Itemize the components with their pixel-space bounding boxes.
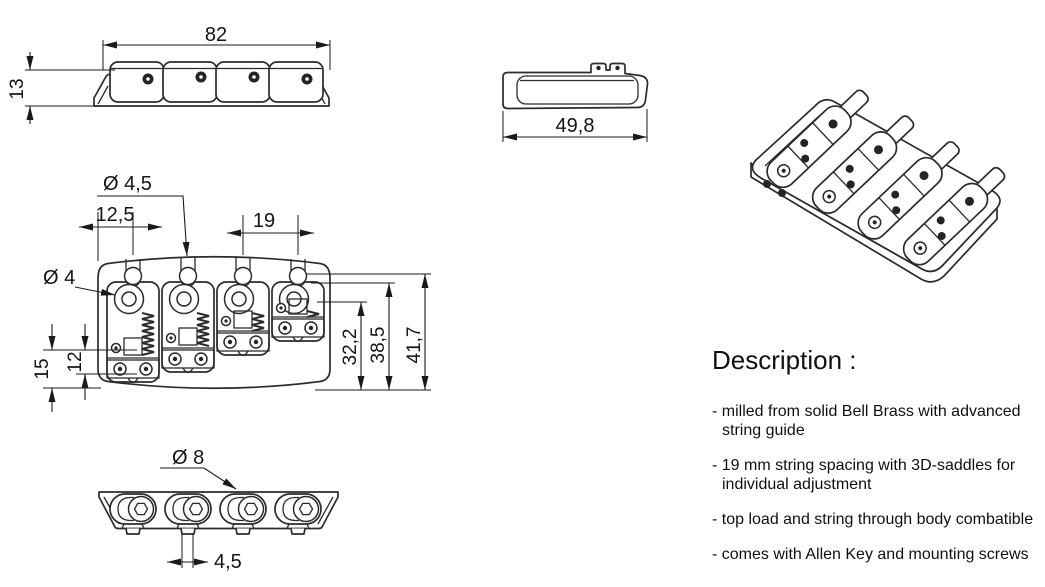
side-saddle-4 bbox=[268, 61, 324, 103]
dimension-49-8: 49,8 bbox=[502, 109, 648, 142]
saddle-unit-3 bbox=[216, 257, 270, 357]
end-view: 49,8 bbox=[502, 62, 649, 142]
dimension-13: 13 bbox=[7, 52, 115, 124]
description-item: - milled from solid Bell Brass with adva… bbox=[712, 403, 1021, 439]
description-heading: Description : bbox=[712, 345, 857, 375]
side-saddle-3 bbox=[215, 61, 271, 103]
bottom-hole-1 bbox=[109, 493, 157, 535]
dim-41-7-label: 41,7 bbox=[404, 327, 425, 364]
dimension-41-7: 41,7 bbox=[307, 273, 431, 391]
side-view: 82 13 bbox=[7, 24, 331, 124]
description-panel: Description : - milled from solid Bell B… bbox=[712, 345, 1045, 580]
dim-12-label: 12 bbox=[65, 351, 86, 372]
bottom-view-part bbox=[98, 491, 339, 535]
bottom-hole-2 bbox=[164, 493, 212, 535]
saddle-unit-1 bbox=[106, 259, 160, 384]
iso-saddle-3 bbox=[857, 141, 960, 240]
dimension-32-2: 32,2 bbox=[317, 301, 367, 390]
dimension-4-5: 4,5 bbox=[167, 534, 242, 573]
dim-82-label: 82 bbox=[205, 24, 227, 46]
isometric-view bbox=[750, 89, 1006, 283]
side-saddle-1 bbox=[109, 61, 165, 103]
iso-saddle-2 bbox=[811, 115, 915, 214]
saddle-unit-2 bbox=[161, 257, 215, 374]
dimension-19: 19 bbox=[227, 210, 314, 255]
iso-saddle-4 bbox=[902, 166, 1006, 266]
dimension-dia-8: Ø 8 bbox=[160, 447, 237, 490]
dimension-15: 15 bbox=[32, 324, 137, 412]
iso-mount-screw-icon bbox=[778, 189, 786, 197]
description-list: - milled from solid Bell Brass with adva… bbox=[712, 402, 1045, 564]
description-item: - comes with Allen Key and mounting scre… bbox=[712, 546, 1029, 563]
bottom-hole-3 bbox=[219, 493, 267, 535]
dim-dia-4-label: Ø 4 bbox=[43, 267, 75, 289]
iso-saddle-1 bbox=[766, 89, 869, 189]
description-item: - top load and string through body comba… bbox=[712, 511, 1034, 528]
iso-mount-screw-icon bbox=[763, 180, 771, 188]
dim-dia-4-5-label: Ø 4,5 bbox=[103, 173, 152, 195]
bottom-view: Ø 8 4,5 bbox=[98, 447, 339, 573]
dim-dia-8-label: Ø 8 bbox=[172, 447, 204, 469]
side-saddle-2 bbox=[162, 61, 218, 103]
plan-view: Ø 4,5 12,5 19 Ø 4 15 bbox=[32, 173, 431, 412]
dim-49-8-label: 49,8 bbox=[556, 115, 595, 137]
dimension-12: 12 bbox=[65, 324, 137, 400]
dim-13-label: 13 bbox=[7, 78, 28, 99]
dim-15-label: 15 bbox=[32, 358, 53, 379]
dimension-82: 82 bbox=[102, 24, 331, 70]
end-view-part bbox=[502, 62, 649, 110]
saddle-unit-4 bbox=[271, 259, 325, 343]
dimension-dia-4: Ø 4 bbox=[43, 267, 116, 296]
dim-4-5-label: 4,5 bbox=[214, 551, 242, 573]
dim-12-5-label: 12,5 bbox=[96, 204, 135, 226]
dimension-12-5: 12,5 bbox=[79, 204, 162, 261]
dimension-dia-4-5: Ø 4,5 bbox=[97, 173, 190, 257]
dim-19-label: 19 bbox=[253, 210, 275, 232]
dim-38-5-label: 38,5 bbox=[368, 327, 389, 364]
description-item: - 19 mm string spacing with 3D-saddles f… bbox=[712, 457, 1016, 493]
side-view-part bbox=[93, 61, 330, 107]
dim-32-2-label: 32,2 bbox=[340, 329, 361, 366]
dimension-38-5: 38,5 bbox=[311, 282, 395, 390]
plan-view-part bbox=[97, 255, 331, 390]
bottom-hole-4 bbox=[274, 493, 322, 535]
